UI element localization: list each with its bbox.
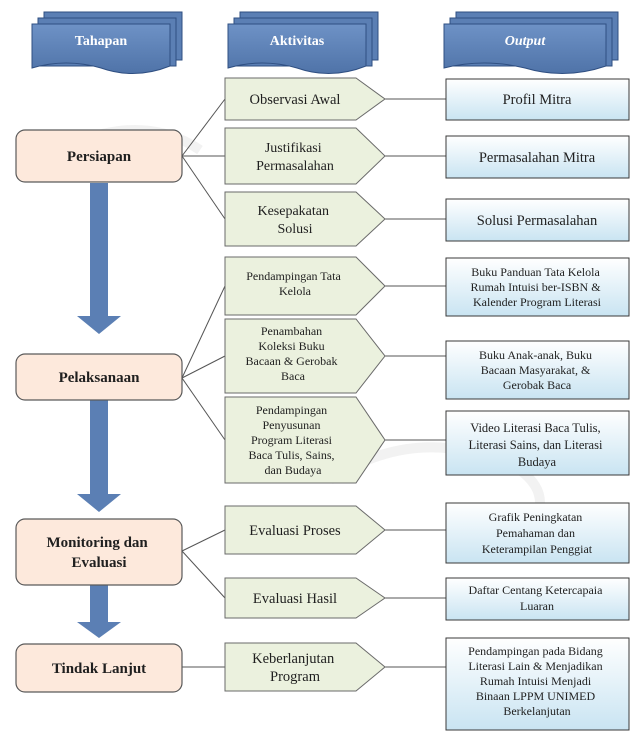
label-line: Program — [270, 669, 321, 685]
label-line: Permasalahan — [256, 159, 334, 174]
activity-label: Evaluasi Proses — [249, 523, 341, 539]
label-line: Penyusunan — [263, 418, 321, 432]
down-arrow-icon — [77, 398, 121, 512]
activity-label: Observasi Awal — [250, 92, 341, 108]
stage-label-line: Monitoring dan — [46, 535, 148, 551]
label-line: Berkelanjutan — [503, 704, 570, 718]
label-line: Pendampingan — [256, 403, 327, 417]
label-line: Baca Tulis, Sains, — [248, 448, 334, 462]
label-line: Daftar Centang Ketercapaia — [469, 583, 604, 597]
stage-label: Monitoring dan Evaluasi — [46, 535, 151, 571]
label-line: Program Literasi — [251, 433, 333, 447]
activity-labels: Observasi Awal Justifikasi Permasalahan … — [246, 92, 344, 685]
stage-label: Tindak Lanjut — [52, 661, 146, 677]
label-line: Keberlanjutan — [252, 651, 335, 667]
stage-label: Pelaksanaan — [59, 370, 141, 386]
label-line: Bacaan Masyarakat, & — [481, 363, 591, 377]
output-column — [445, 78, 630, 731]
label-line: Kelola — [279, 284, 312, 298]
flow-arrows — [77, 183, 121, 638]
label-line: dan Budaya — [265, 463, 323, 477]
label-line: Bacaan & Gerobak — [246, 354, 338, 368]
label-line: Observasi Awal — [250, 92, 341, 108]
activity-label: Pendampingan Penyusunan Program Literasi… — [248, 403, 337, 477]
activity-column — [224, 77, 386, 692]
stage-label-line: Pelaksanaan — [59, 370, 141, 386]
label-line: Rumah Intuisi Menjadi — [480, 674, 592, 688]
output-label: Pendampingan pada Bidang Literasi Lain &… — [468, 644, 606, 718]
label-line: Pendampingan pada Bidang — [468, 644, 603, 658]
activity-label: Pendampingan Tata Kelola — [246, 269, 344, 298]
label-line: Binaan LPPM UNIMED — [476, 689, 596, 703]
header-tahapan: Tahapan — [31, 11, 183, 75]
label-line: Solusi Permasalahan — [477, 213, 598, 229]
header-output: Output — [443, 11, 619, 74]
output-label: Solusi Permasalahan — [477, 213, 598, 229]
label-line: Pemahaman dan — [496, 526, 575, 540]
stage-label-line: Tindak Lanjut — [52, 661, 146, 677]
header-aktivitas-label: Aktivitas — [270, 34, 325, 49]
header-aktivitas: Aktivitas — [227, 11, 379, 75]
output-label: Buku Anak-anak, Buku Bacaan Masyarakat, … — [479, 348, 595, 392]
label-line: Kalender Program Literasi — [473, 295, 602, 309]
label-line: Keterampilan Penggiat — [482, 542, 593, 556]
label-line: Evaluasi Proses — [249, 523, 341, 539]
connector-lines — [181, 98, 446, 668]
label-line: Buku Panduan Tata Kelola — [471, 265, 600, 279]
label-line: Luaran — [520, 599, 554, 613]
activity-label: Keberlanjutan Program — [252, 651, 338, 685]
label-line: Profil Mitra — [503, 92, 572, 108]
stage-column: Persiapan Pelaksanaan Monitoring dan Eva… — [15, 129, 183, 693]
output-labels: Profil Mitra Permasalahan Mitra Solusi P… — [468, 92, 606, 718]
output-label: Profil Mitra — [503, 92, 572, 108]
label-line: Gerobak Baca — [503, 378, 572, 392]
label-line: Pendampingan Tata — [246, 269, 341, 283]
label-line: Penambahan — [261, 324, 322, 338]
stage-label-line: Persiapan — [67, 149, 132, 165]
activity-label: Kesepakatan Solusi — [257, 204, 332, 237]
label-line: Evaluasi Hasil — [253, 591, 337, 607]
label-line: Baca — [281, 369, 306, 383]
column-headers: Tahapan Aktivitas Output — [31, 11, 619, 75]
down-arrow-icon — [77, 183, 121, 334]
label-line: Kesepakatan — [257, 204, 329, 219]
down-arrow-icon — [77, 585, 121, 638]
header-output-label: Output — [505, 34, 547, 49]
output-label: Buku Panduan Tata Kelola Rumah Intuisi b… — [470, 265, 603, 309]
output-label: Grafik Peningkatan Pemahaman dan Keteram… — [482, 510, 593, 556]
stage-label-line: Evaluasi — [71, 555, 126, 571]
label-line: Literasi Lain & Menjadikan — [468, 659, 602, 673]
label-line: Koleksi Buku — [258, 339, 324, 353]
label-line: Grafik Peningkatan — [489, 510, 583, 524]
activity-label: Justifikasi Permasalahan — [256, 141, 334, 174]
label-line: Buku Anak-anak, Buku — [479, 348, 592, 362]
label-line: Justifikasi — [265, 141, 322, 156]
label-line: Literasi Sains, dan Literasi — [468, 438, 603, 452]
label-line: Rumah Intuisi ber-ISBN & — [470, 280, 601, 294]
label-line: Solusi — [277, 222, 312, 237]
activity-label: Evaluasi Hasil — [253, 591, 337, 607]
label-line: Video Literasi Baca Tulis, — [470, 421, 601, 435]
stage-label: Persiapan — [67, 149, 132, 165]
output-label: Permasalahan Mitra — [479, 150, 596, 166]
activity-label: Penambahan Koleksi Buku Bacaan & Gerobak… — [246, 324, 341, 383]
header-tahapan-label: Tahapan — [75, 34, 128, 49]
output-label: Daftar Centang Ketercapaia Luaran — [469, 583, 606, 613]
output-label: Video Literasi Baca Tulis, Literasi Sain… — [468, 421, 605, 469]
label-line: Permasalahan Mitra — [479, 150, 596, 166]
label-line: Budaya — [518, 455, 557, 469]
